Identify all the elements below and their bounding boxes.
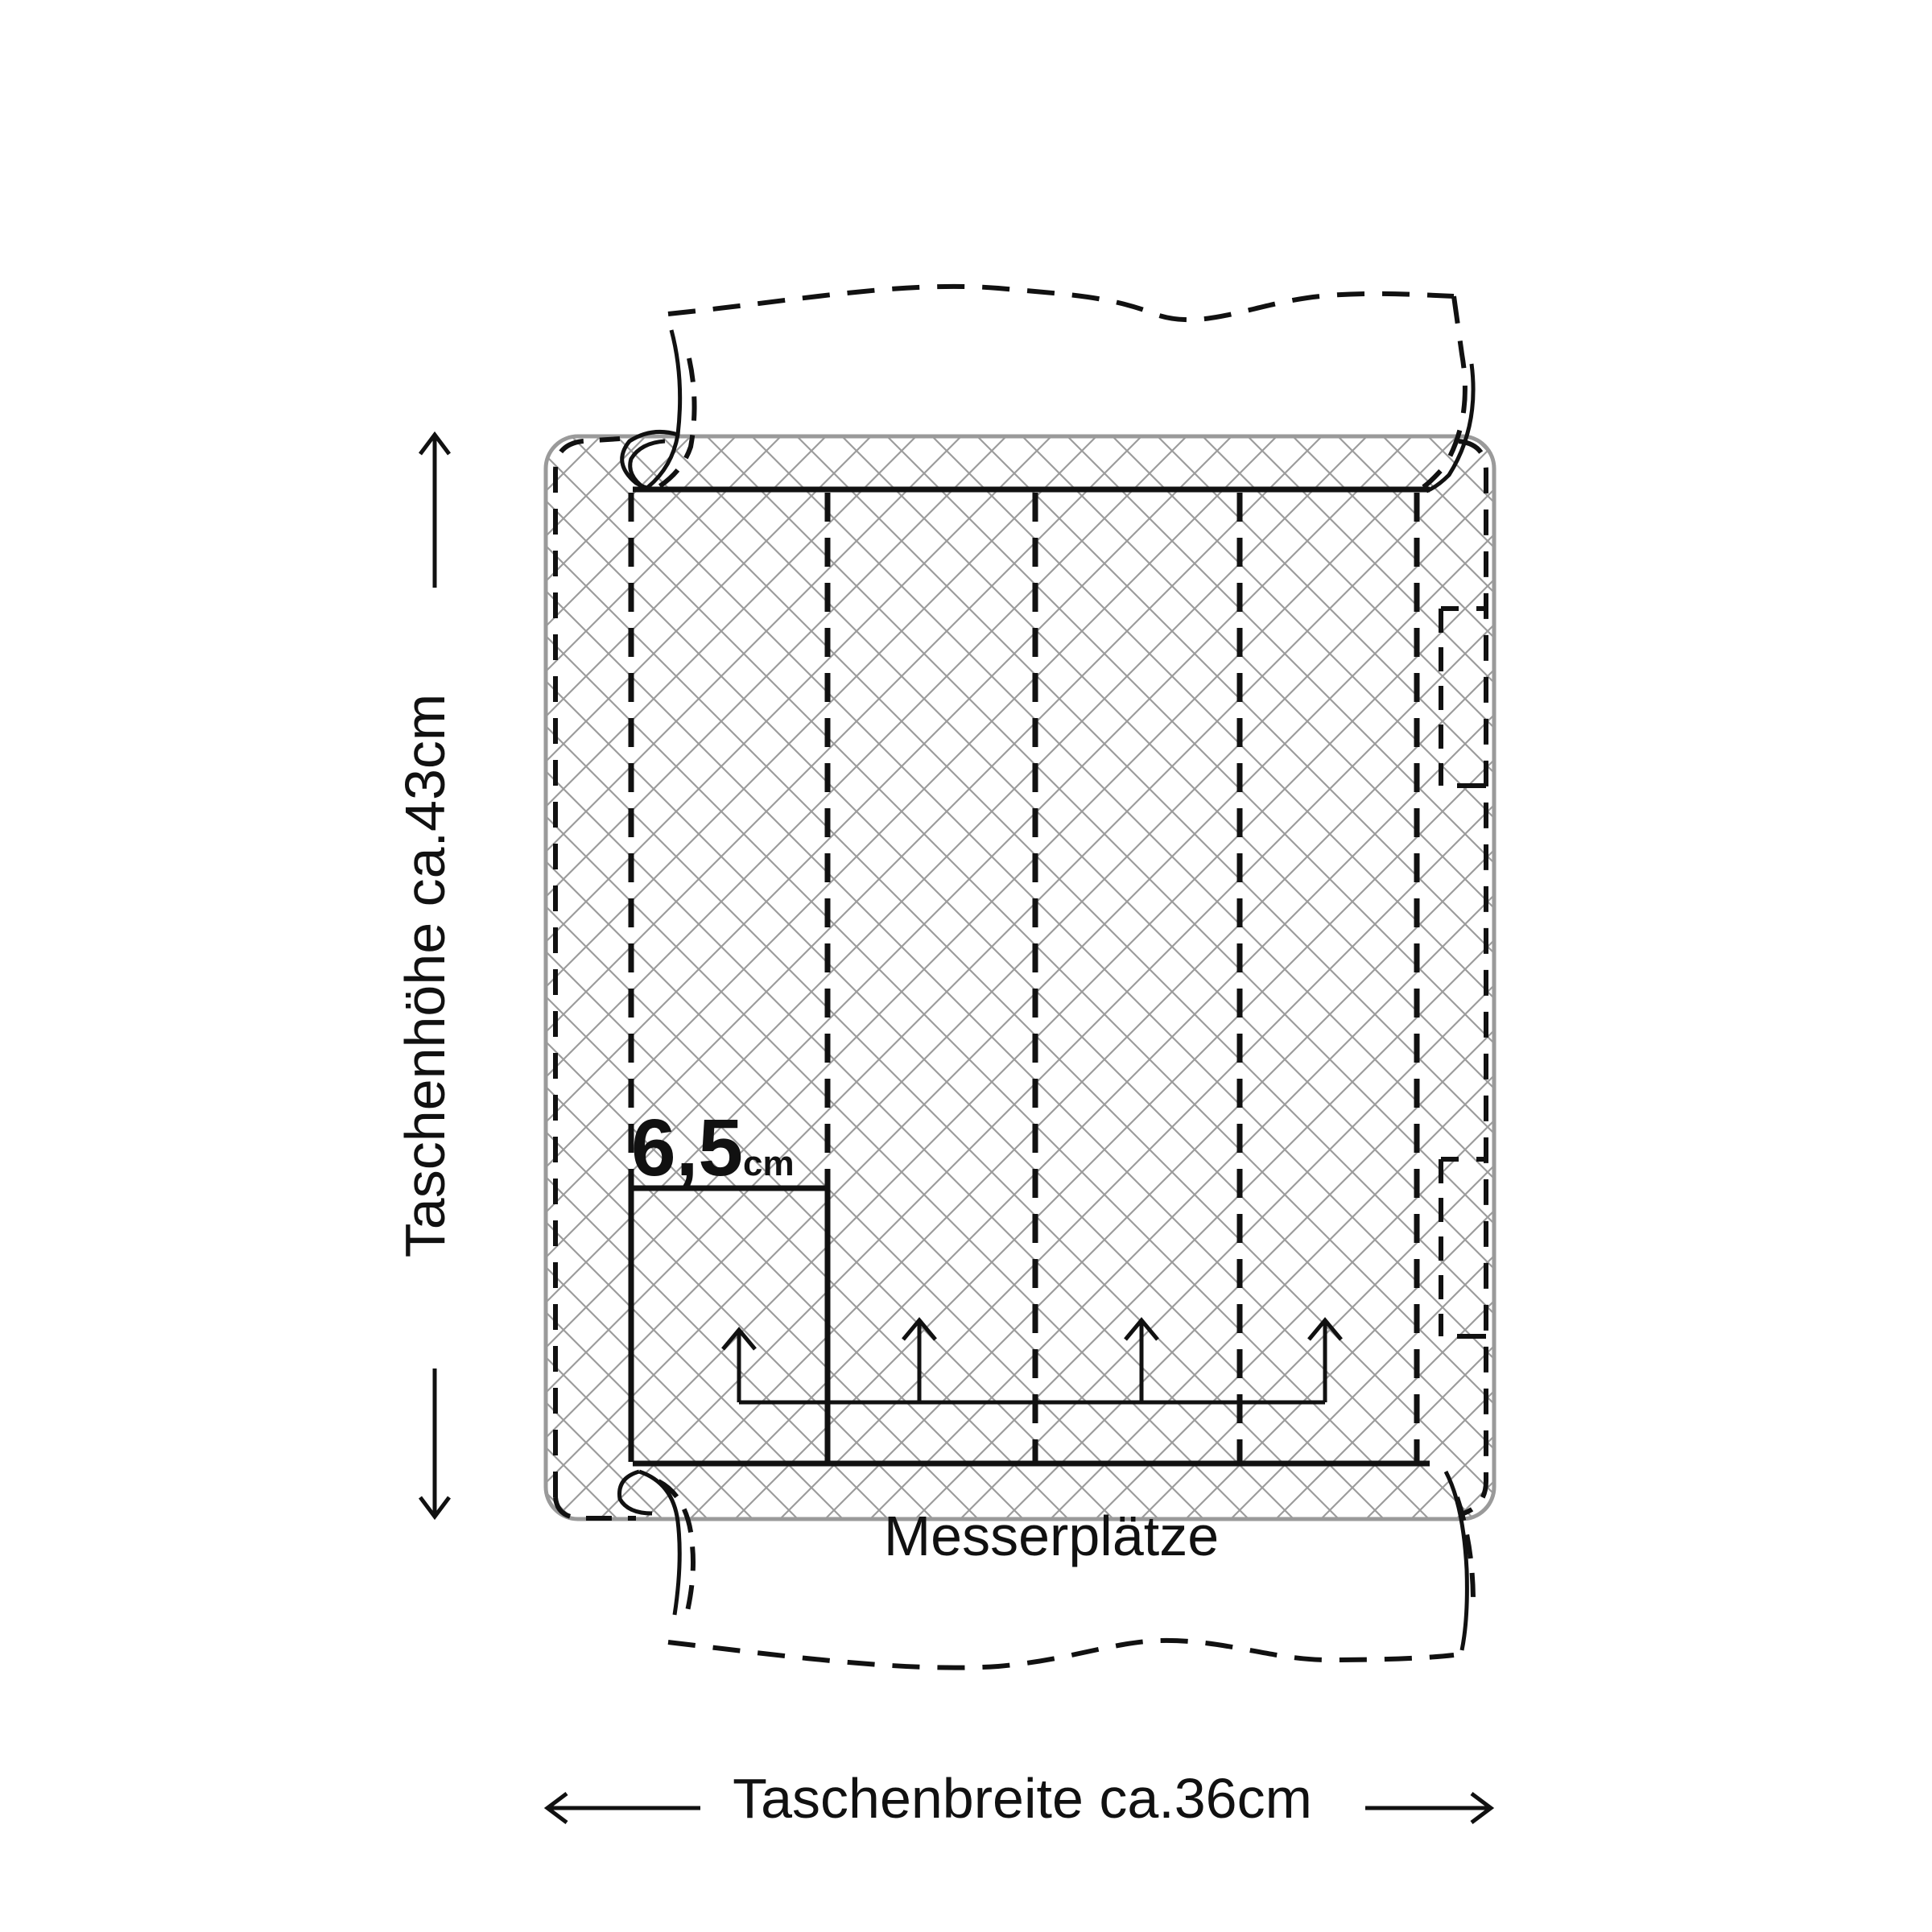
pocket-strip-edges [633, 486, 1430, 1467]
pocket-stitch-lines [628, 493, 1420, 1461]
arrow-up-icon [1124, 1317, 1159, 1402]
pocket-width-measure: 6,5cm [628, 1103, 831, 1462]
arrow-up-icon [721, 1327, 757, 1402]
height-label: Taschenhöhe ca.43cm [394, 694, 456, 1257]
svg-text:6,5cm: 6,5cm [631, 1103, 795, 1193]
closure-tab-markers [1439, 606, 1486, 1339]
arrow-right-icon [1470, 1792, 1495, 1824]
arrow-up-icon [419, 431, 451, 456]
pocket-width-unit: cm [743, 1144, 795, 1183]
arrow-left-icon [543, 1792, 568, 1824]
arrow-up-icon [902, 1317, 937, 1402]
arrow-down-icon [419, 1496, 451, 1521]
width-dimension [543, 1792, 1495, 1824]
arrow-up-icon [1307, 1317, 1343, 1402]
height-dimension [419, 431, 451, 1521]
pocket-width-value: 6,5 [631, 1103, 743, 1193]
pockets-label: Messerplätze [884, 1505, 1219, 1567]
bottom-fold-strip [617, 1469, 1476, 1670]
width-label: Taschenbreite ca.36cm [733, 1767, 1312, 1830]
knife-slot-arrows [721, 1317, 1343, 1405]
quilted-fabric-panel [543, 434, 1496, 1521]
